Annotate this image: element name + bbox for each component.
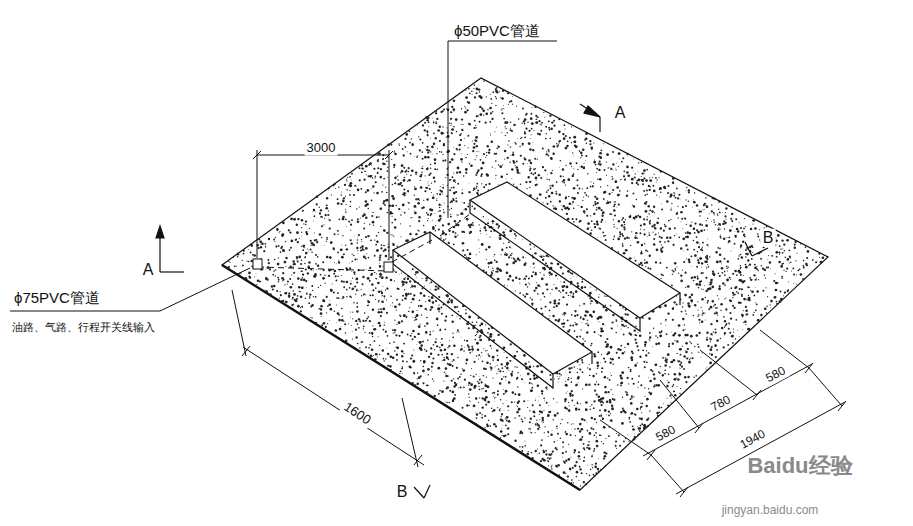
drawing-stage: ϕ50PVC管道A3000BAϕ75PVC管道油路、气路、行程开关线输入1600…	[0, 0, 913, 526]
